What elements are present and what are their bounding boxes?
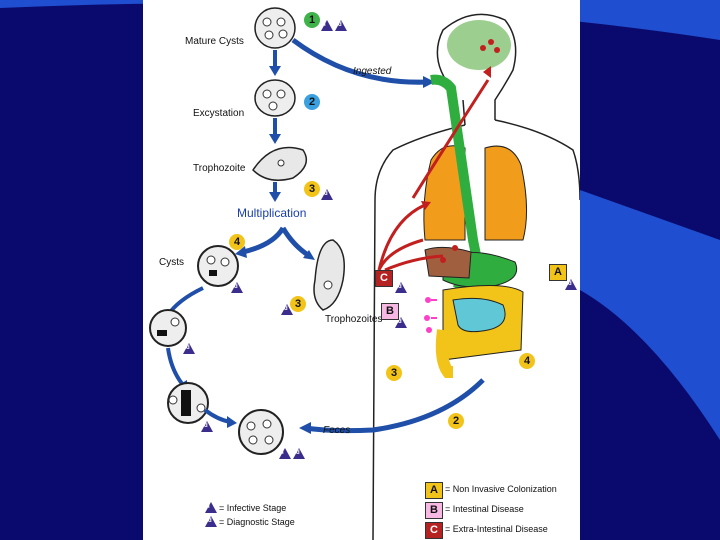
diagram-drawing xyxy=(149,7,580,540)
diagnostic-marker-icon: d xyxy=(183,343,195,354)
brain xyxy=(447,20,511,70)
trophozoites-image xyxy=(313,239,345,311)
diagnostic-marker-icon: d xyxy=(201,421,213,432)
right-lung xyxy=(484,145,528,241)
diagnostic-marker-icon: d xyxy=(321,189,333,200)
legend-diagnostic-label: = Diagnostic Stage xyxy=(219,517,295,527)
quadrinucleate-cyst-image xyxy=(238,409,284,455)
life-cycle-figure: Mature Cysts Excystation Trophozoite Mul… xyxy=(143,0,580,540)
cyst-stage-3-image xyxy=(167,382,209,424)
small-intestine xyxy=(452,297,506,333)
infective-marker-icon: i xyxy=(279,448,291,459)
label-ingested: Ingested xyxy=(353,66,392,77)
diagnostic-marker-icon: d xyxy=(231,282,243,293)
cyst-stage-2-image xyxy=(149,309,187,347)
trophozoite-image xyxy=(252,146,308,181)
legend-infective-label: = Infective Stage xyxy=(219,503,287,513)
label-feces: Feces xyxy=(323,425,351,436)
body-number-2: 2 xyxy=(448,413,464,429)
diagnostic-marker-icon: d xyxy=(293,448,305,459)
legend-c-label: = Extra-Intestinal Disease xyxy=(445,524,548,534)
label-cysts: Cysts xyxy=(159,257,184,268)
legend-infective-icon: i xyxy=(205,502,217,513)
label-multiplication: Multiplication xyxy=(237,206,307,220)
box-b-intestinal: B xyxy=(381,303,399,320)
body-number-3: 3 xyxy=(386,365,402,381)
legend-box-c: C xyxy=(425,522,443,539)
label-mature-cysts: Mature Cysts xyxy=(185,36,244,47)
left-lung xyxy=(423,145,466,241)
diagnostic-marker-icon: d xyxy=(395,317,407,328)
diagnostic-marker-icon: d xyxy=(565,279,577,290)
legend-box-b: B xyxy=(425,502,443,519)
box-a-colonization: A xyxy=(549,264,567,281)
liver xyxy=(424,246,472,279)
label-excystation: Excystation xyxy=(193,108,245,119)
diagnostic-marker-icon: d xyxy=(281,304,293,315)
stage-number-4: 4 xyxy=(229,234,245,250)
legend-diagnostic-icon: d xyxy=(205,516,217,527)
label-trophozoite: Trophozoite xyxy=(193,163,246,174)
cyst-image xyxy=(197,245,239,287)
stage-number-3b: 3 xyxy=(290,296,306,312)
mature-cyst-image xyxy=(254,7,296,49)
human-body-outline xyxy=(372,13,580,540)
diagnostic-marker-icon: d xyxy=(335,20,347,31)
legend-box-a: A xyxy=(425,482,443,499)
excystation-image xyxy=(254,79,296,117)
box-c-extra-intestinal: C xyxy=(375,270,393,287)
infective-marker-icon: i xyxy=(321,20,333,31)
diagnostic-marker-icon: d xyxy=(395,282,407,293)
legend-b-label: = Intestinal Disease xyxy=(445,504,524,514)
body-number-4: 4 xyxy=(519,353,535,369)
stage-number-2: 2 xyxy=(304,94,320,110)
label-trophozoites: Trophozoites xyxy=(325,314,383,325)
legend-a-label: = Non Invasive Colonization xyxy=(445,484,557,494)
stage-number-3: 3 xyxy=(304,181,320,197)
stage-number-1: 1 xyxy=(304,12,320,28)
